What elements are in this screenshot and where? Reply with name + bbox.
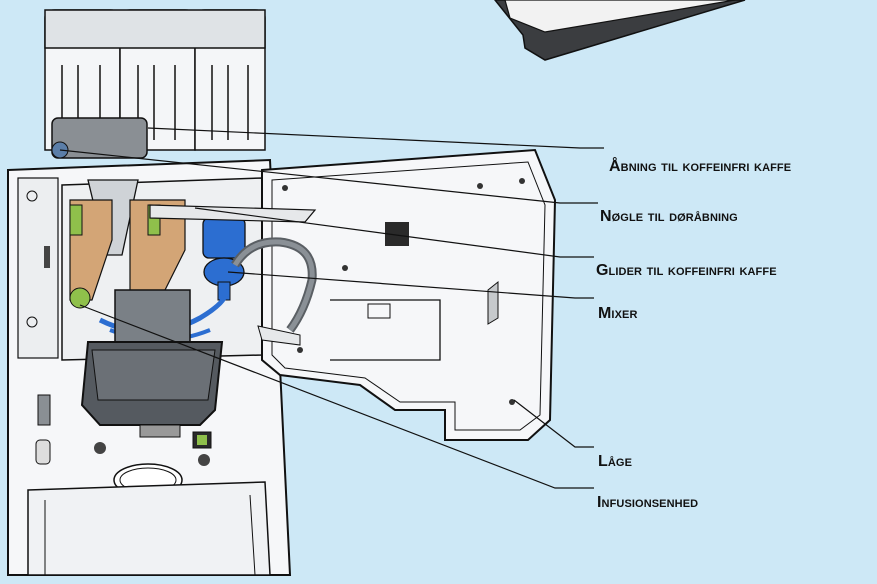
drip-tray-part (494, 0, 746, 61)
leader-line-door (513, 399, 594, 448)
leader-lines (59, 127, 604, 489)
label-brew-unit: Infusionsenhed (597, 494, 699, 511)
label-door-key: Nøgle til døråbning (600, 208, 738, 225)
leader-line-brew-unit (79, 304, 594, 489)
decaf-opening-cover (51, 117, 148, 159)
label-door: Låge (598, 453, 633, 470)
label-mixer: Mixer (598, 305, 638, 322)
machine-body (7, 158, 292, 576)
label-decaf-slide: Glider til koffeinfri kaffe (596, 262, 777, 279)
leader-line-decaf-slide (194, 207, 594, 258)
leader-line-door-key (59, 149, 598, 204)
door-panel (149, 148, 557, 441)
leader-line-mixer (227, 271, 594, 299)
leader-line-decaf-opening (147, 127, 604, 149)
product-canisters (44, 9, 266, 151)
label-decaf-opening: Åbning til koffeinfri kaffe (609, 158, 792, 175)
